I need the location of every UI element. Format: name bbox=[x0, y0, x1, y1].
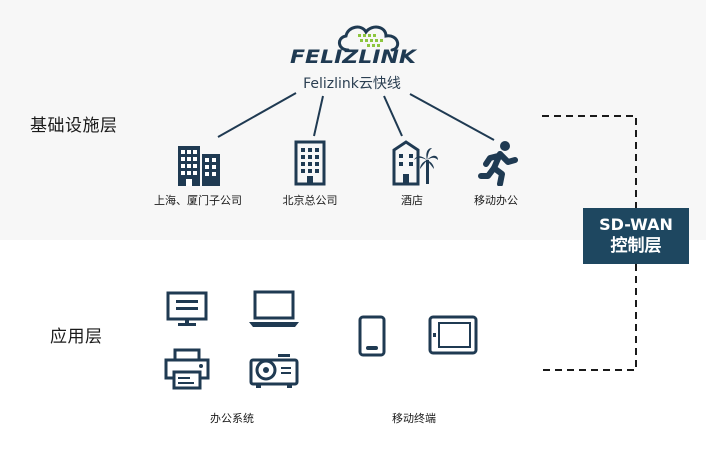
sdwan-title: SD-WAN bbox=[599, 215, 673, 234]
phone-icon bbox=[358, 315, 386, 357]
printer-icon bbox=[164, 348, 210, 390]
felizlink-logo: FELIZLINK bbox=[290, 25, 417, 68]
running-person-icon bbox=[478, 141, 518, 186]
line-to-beijing bbox=[313, 95, 324, 137]
control-layer-label: 控制层 bbox=[610, 236, 662, 256]
app-group-label-mobile: 移动终端 bbox=[392, 412, 436, 425]
infrastructure-band bbox=[0, 0, 706, 240]
brand-subtitle: Felizlink云快线 bbox=[303, 76, 401, 92]
node-label-hotel: 酒店 bbox=[401, 194, 423, 207]
tablet-icon bbox=[428, 315, 478, 355]
laptop-icon bbox=[249, 290, 299, 327]
node-label-beijing: 北京总公司 bbox=[282, 194, 338, 207]
layer-label-application: 应用层 bbox=[50, 327, 103, 347]
monitor-icon bbox=[166, 291, 208, 326]
line-to-mobile bbox=[409, 93, 495, 141]
node-label-shanghai-xiamen: 上海、厦门子公司 bbox=[154, 194, 242, 207]
line-to-hotel bbox=[383, 95, 403, 137]
line-to-shanghai bbox=[217, 92, 297, 138]
node-label-mobile-office: 移动办公 bbox=[474, 194, 518, 207]
office-buildings-icon bbox=[178, 146, 220, 186]
dashed-bracket-top bbox=[542, 115, 637, 208]
layer-label-infrastructure: 基础设施层 bbox=[30, 116, 118, 136]
office-tower-icon bbox=[294, 140, 326, 186]
logo-wordmark: FELIZLINK bbox=[290, 46, 417, 68]
sdwan-control-box: SD-WAN 控制层 bbox=[583, 208, 689, 264]
app-group-label-office: 办公系统 bbox=[210, 412, 254, 425]
dashed-bracket-bottom bbox=[542, 264, 637, 371]
hotel-palm-icon bbox=[392, 140, 438, 186]
projector-icon bbox=[249, 354, 299, 388]
